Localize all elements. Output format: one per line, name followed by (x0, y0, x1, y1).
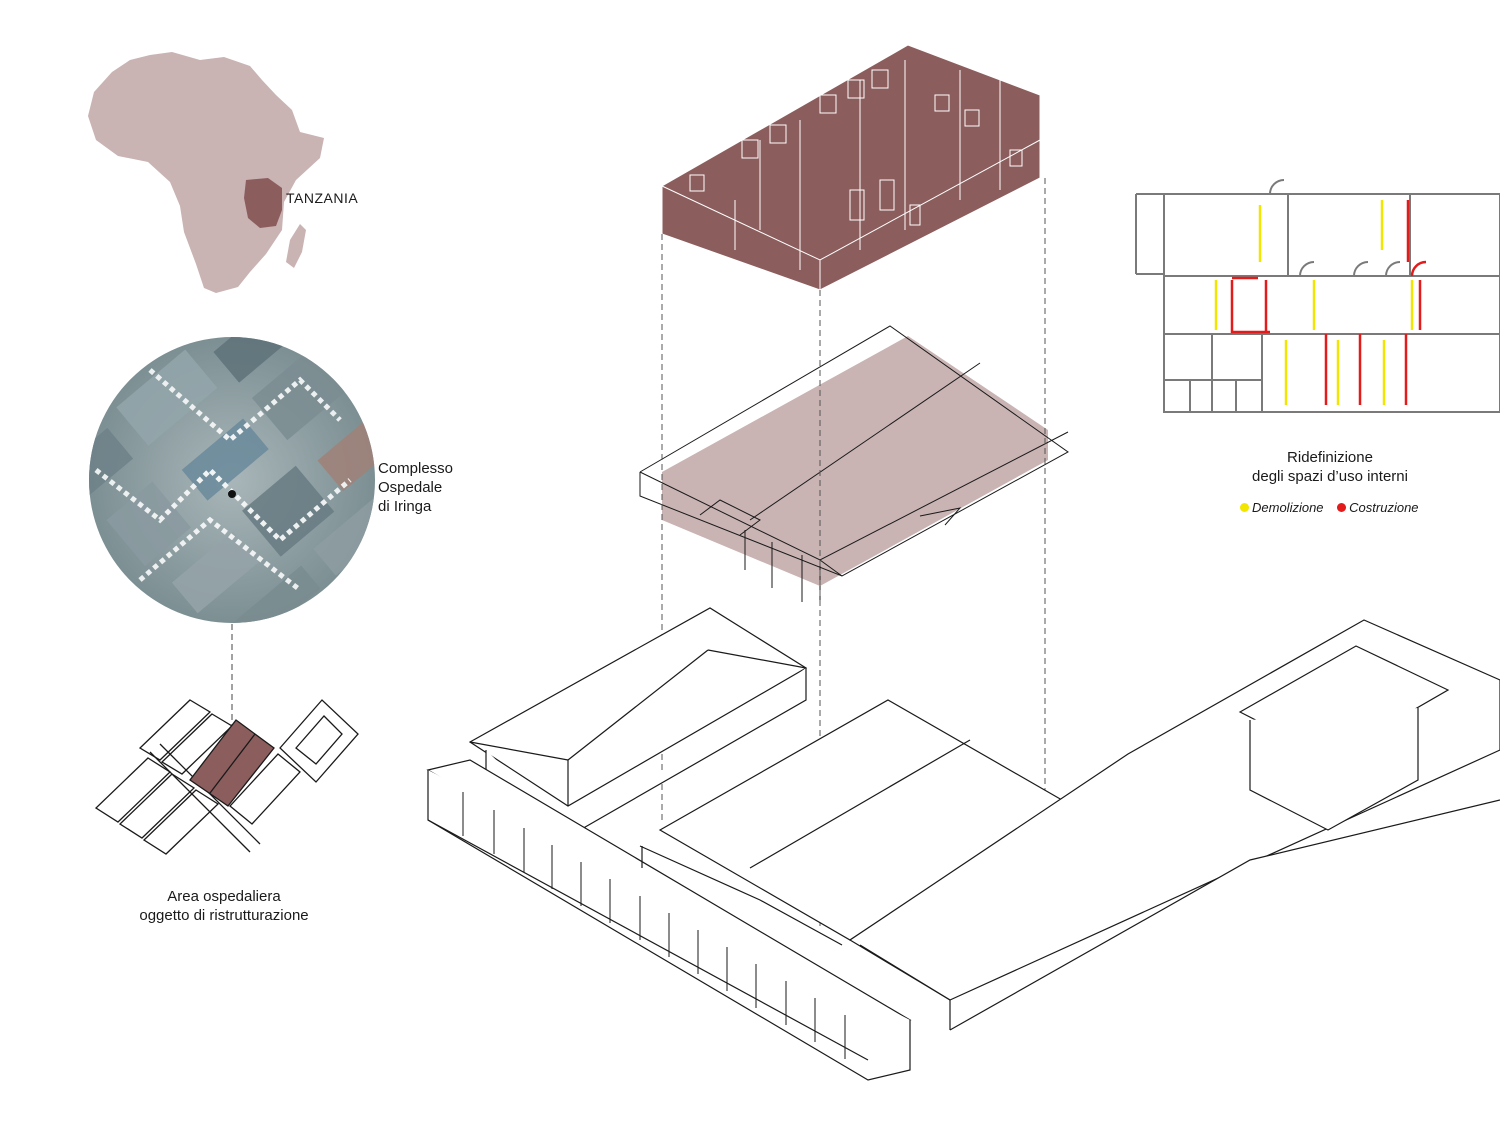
satellite-label-line: di Iringa (378, 498, 432, 515)
floor-plan (1135, 179, 1500, 413)
site-plan-caption-line: Area ospedaliera (167, 888, 281, 905)
legend-item-demolition: Demolizione (1240, 500, 1324, 515)
roof-exploded (639, 325, 1069, 606)
hospital-complex-axonometric (426, 607, 1500, 1081)
floor-plan-title: Ridefinizione degli spazi d’uso interni (1190, 448, 1470, 486)
tanzania-region (244, 178, 282, 228)
floor-plan-title-line: Ridefinizione (1287, 449, 1373, 466)
site-plan (94, 699, 359, 855)
legend-dot-demolition (1240, 503, 1249, 512)
legend-item-construction: Costruzione (1337, 500, 1419, 515)
legend-label: Costruzione (1349, 500, 1419, 515)
upper-walls-exploded (661, 44, 1041, 291)
site-plan-caption-line: oggetto di ristrutturazione (139, 907, 309, 924)
site-plan-caption: Area ospedaliera oggetto di ristrutturaz… (104, 887, 344, 925)
madagascar (286, 224, 306, 268)
africa-map (88, 52, 324, 293)
legend-dot-construction (1337, 503, 1347, 512)
satellite-label-line: Ospedale (378, 479, 443, 496)
country-label: TANZANIA (286, 190, 359, 206)
satellite-label: Complesso Ospedale di Iringa (378, 459, 453, 516)
satellite-label-line: Complesso (378, 460, 454, 477)
legend-label: Demolizione (1252, 500, 1324, 515)
africa-silhouette (88, 52, 324, 293)
floor-plan-legend: Demolizione Costruzione (1240, 500, 1429, 515)
hospital-location-dot (228, 490, 236, 498)
portico-columns (462, 792, 846, 1059)
floor-plan-title-line: degli spazi d’uso interni (1252, 468, 1408, 485)
target-building (189, 719, 275, 807)
